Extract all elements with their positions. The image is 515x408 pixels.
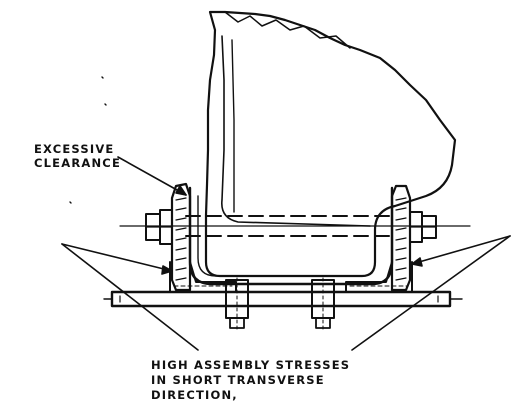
excessive-clearance-label-line2: CLEARANCE — [34, 156, 121, 170]
fitting-body — [204, 10, 457, 278]
assembly-stresses-label-line2: IN SHORT TRANSVERSE — [151, 373, 325, 387]
base-bolts — [225, 277, 335, 331]
assembly-stresses-label-line1: HIGH ASSEMBLY STRESSES — [151, 358, 351, 372]
pin-dashed-lines — [185, 215, 397, 237]
left-clevis-lug — [169, 182, 237, 293]
right-nut — [409, 211, 437, 243]
speck-marks — [69, 76, 107, 204]
excessive-clearance-label-line1: EXCESSIVE — [34, 142, 115, 156]
base-plate — [103, 290, 463, 308]
left-nut — [145, 209, 173, 245]
assembly-stresses-label-line3: DIRECTION, — [151, 388, 238, 402]
leader-stresses — [61, 235, 511, 351]
leader-clearance — [117, 156, 187, 196]
